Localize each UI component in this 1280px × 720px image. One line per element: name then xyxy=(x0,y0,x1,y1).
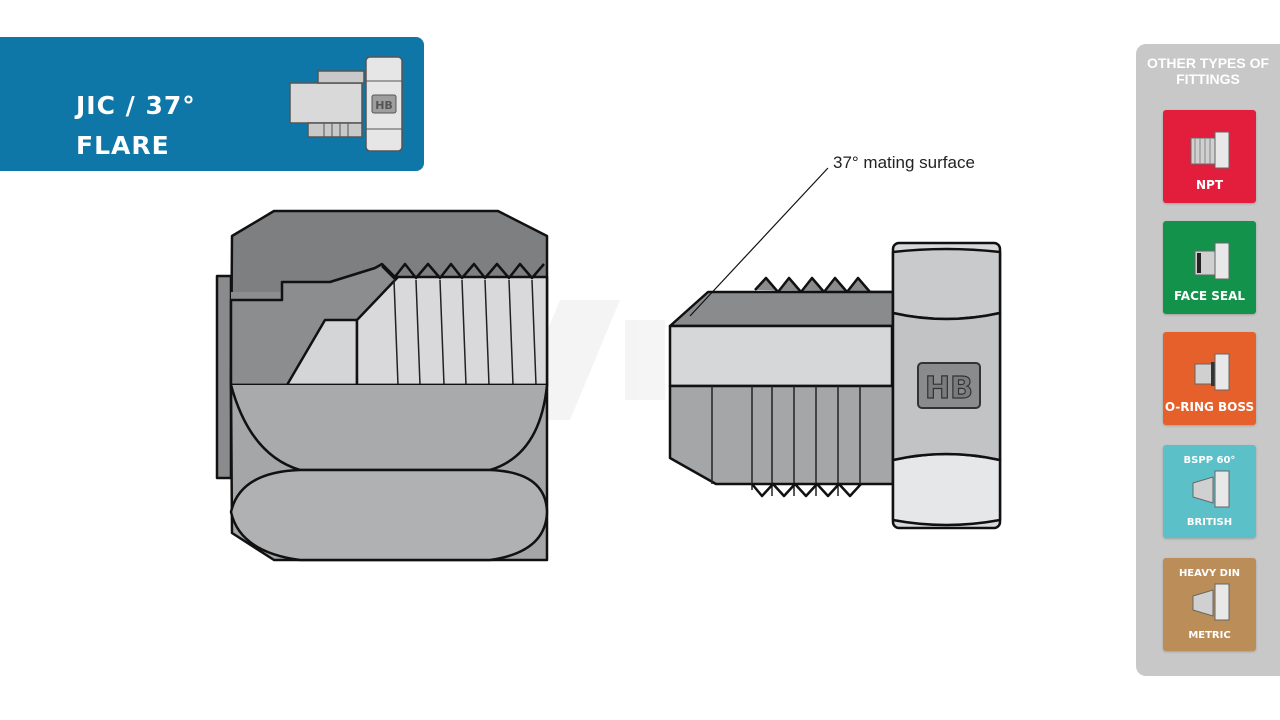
sidebar-title: OTHER TYPES OF FITTINGS xyxy=(1146,55,1270,87)
npt-fitting-icon xyxy=(1190,131,1230,169)
o-ring-boss-label: O-RING BOSS xyxy=(1164,400,1255,414)
other-fittings-sidebar: OTHER TYPES OF FITTINGS NPT FACE SEAL O-… xyxy=(1136,44,1280,676)
bspp-british-fitting-card[interactable]: BSPP 60° BRITISH xyxy=(1163,445,1256,538)
heavy-din-fitting-icon xyxy=(1192,583,1230,621)
male-upper-body xyxy=(668,290,895,328)
jic-fitting-icon: HB xyxy=(289,56,403,152)
nut-internal-threads xyxy=(381,262,545,280)
male-fitting-cross-section xyxy=(668,241,1002,530)
o-ring-boss-fitting-card[interactable]: O-RING BOSS xyxy=(1163,332,1256,425)
female-nut-cross-section xyxy=(215,209,549,562)
nut-seat-lip xyxy=(215,274,233,480)
male-bore-band xyxy=(668,324,894,388)
bspp-label: BSPP 60° xyxy=(1183,455,1236,466)
fitting-cross-section-diagram: HB xyxy=(215,167,1002,562)
nut-thread-face xyxy=(355,275,549,387)
male-threads-top xyxy=(754,276,893,294)
male-hex-lower-face xyxy=(891,452,1002,527)
face-seal-fitting-icon xyxy=(1194,242,1230,280)
heavy-din-label: HEAVY DIN xyxy=(1178,568,1241,579)
nut-thread-lines xyxy=(393,279,537,386)
male-bottom-threads xyxy=(751,482,862,498)
npt-fitting-card[interactable]: NPT xyxy=(1163,110,1256,203)
npt-label: NPT xyxy=(1195,178,1224,192)
page-title: JIC / 37° FLARE xyxy=(76,91,196,160)
mating-surface-annotation: 37° mating surface xyxy=(833,153,975,172)
heavy-din-metric-fitting-card[interactable]: HEAVY DIN METRIC xyxy=(1163,558,1256,651)
face-seal-label: FACE SEAL xyxy=(1173,289,1246,303)
male-hex-upper-face xyxy=(891,247,1002,321)
face-seal-fitting-card[interactable]: FACE SEAL xyxy=(1163,221,1256,314)
nut-hex-bottom-face xyxy=(229,468,549,562)
banner-icon-logo: HB xyxy=(375,99,393,112)
hex-logo-text: HB xyxy=(925,371,973,406)
bspp-fitting-icon xyxy=(1192,470,1230,508)
male-thread-lines xyxy=(711,386,861,496)
nut-hex-face-curve xyxy=(229,384,549,472)
metric-label: METRIC xyxy=(1188,630,1231,641)
british-label: BRITISH xyxy=(1186,517,1233,528)
hex-logo-plate xyxy=(917,362,981,409)
annotation-leader-line xyxy=(689,167,829,317)
o-ring-boss-fitting-icon xyxy=(1194,353,1230,391)
